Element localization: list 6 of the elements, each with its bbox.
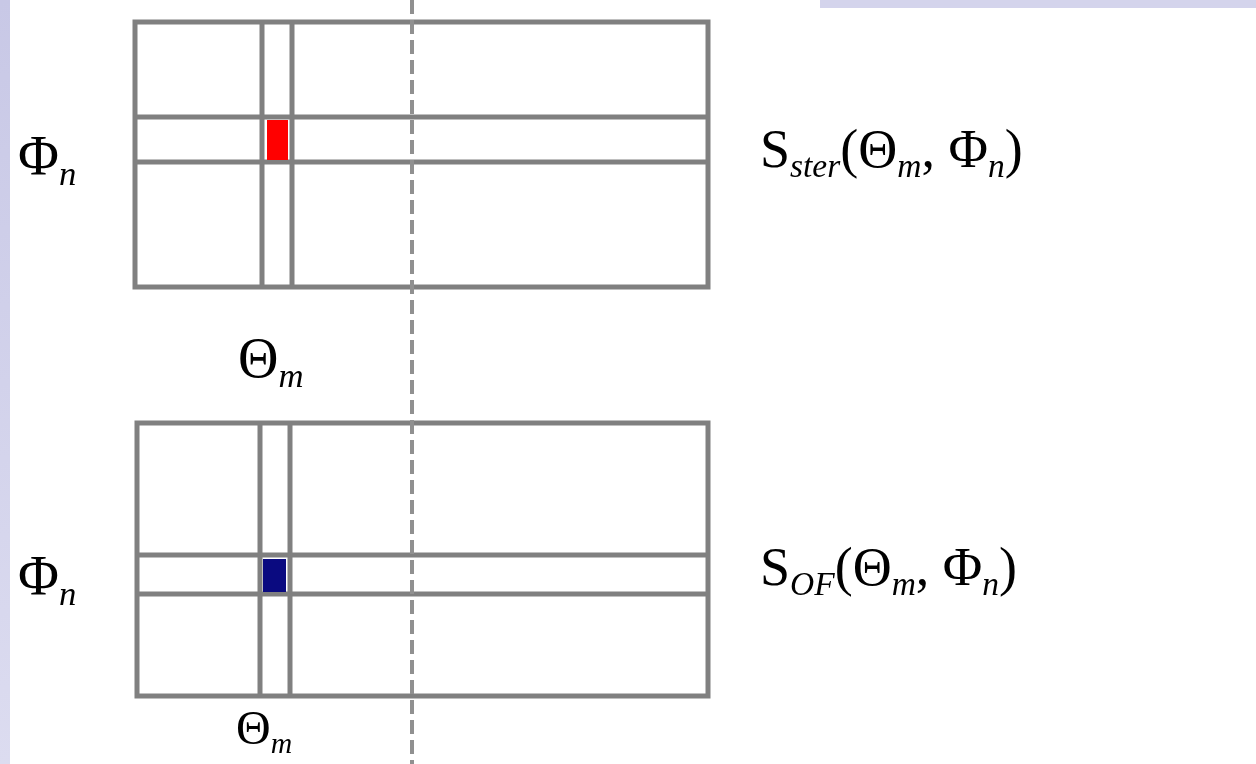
math-label: Φ$_{n}$: [18, 548, 77, 613]
math-label: Θ$_{m}$: [238, 330, 304, 395]
math-label: Φ$_{n}$: [18, 128, 77, 193]
math-label: S$_{ster}$(Θ$_{m}$, Φ$_{n}$): [760, 122, 1023, 183]
math-label: Θ$_{m}$: [236, 704, 293, 758]
math-label: S$_{OF}$(Θ$_{m}$, Φ$_{n}$): [760, 540, 1018, 601]
